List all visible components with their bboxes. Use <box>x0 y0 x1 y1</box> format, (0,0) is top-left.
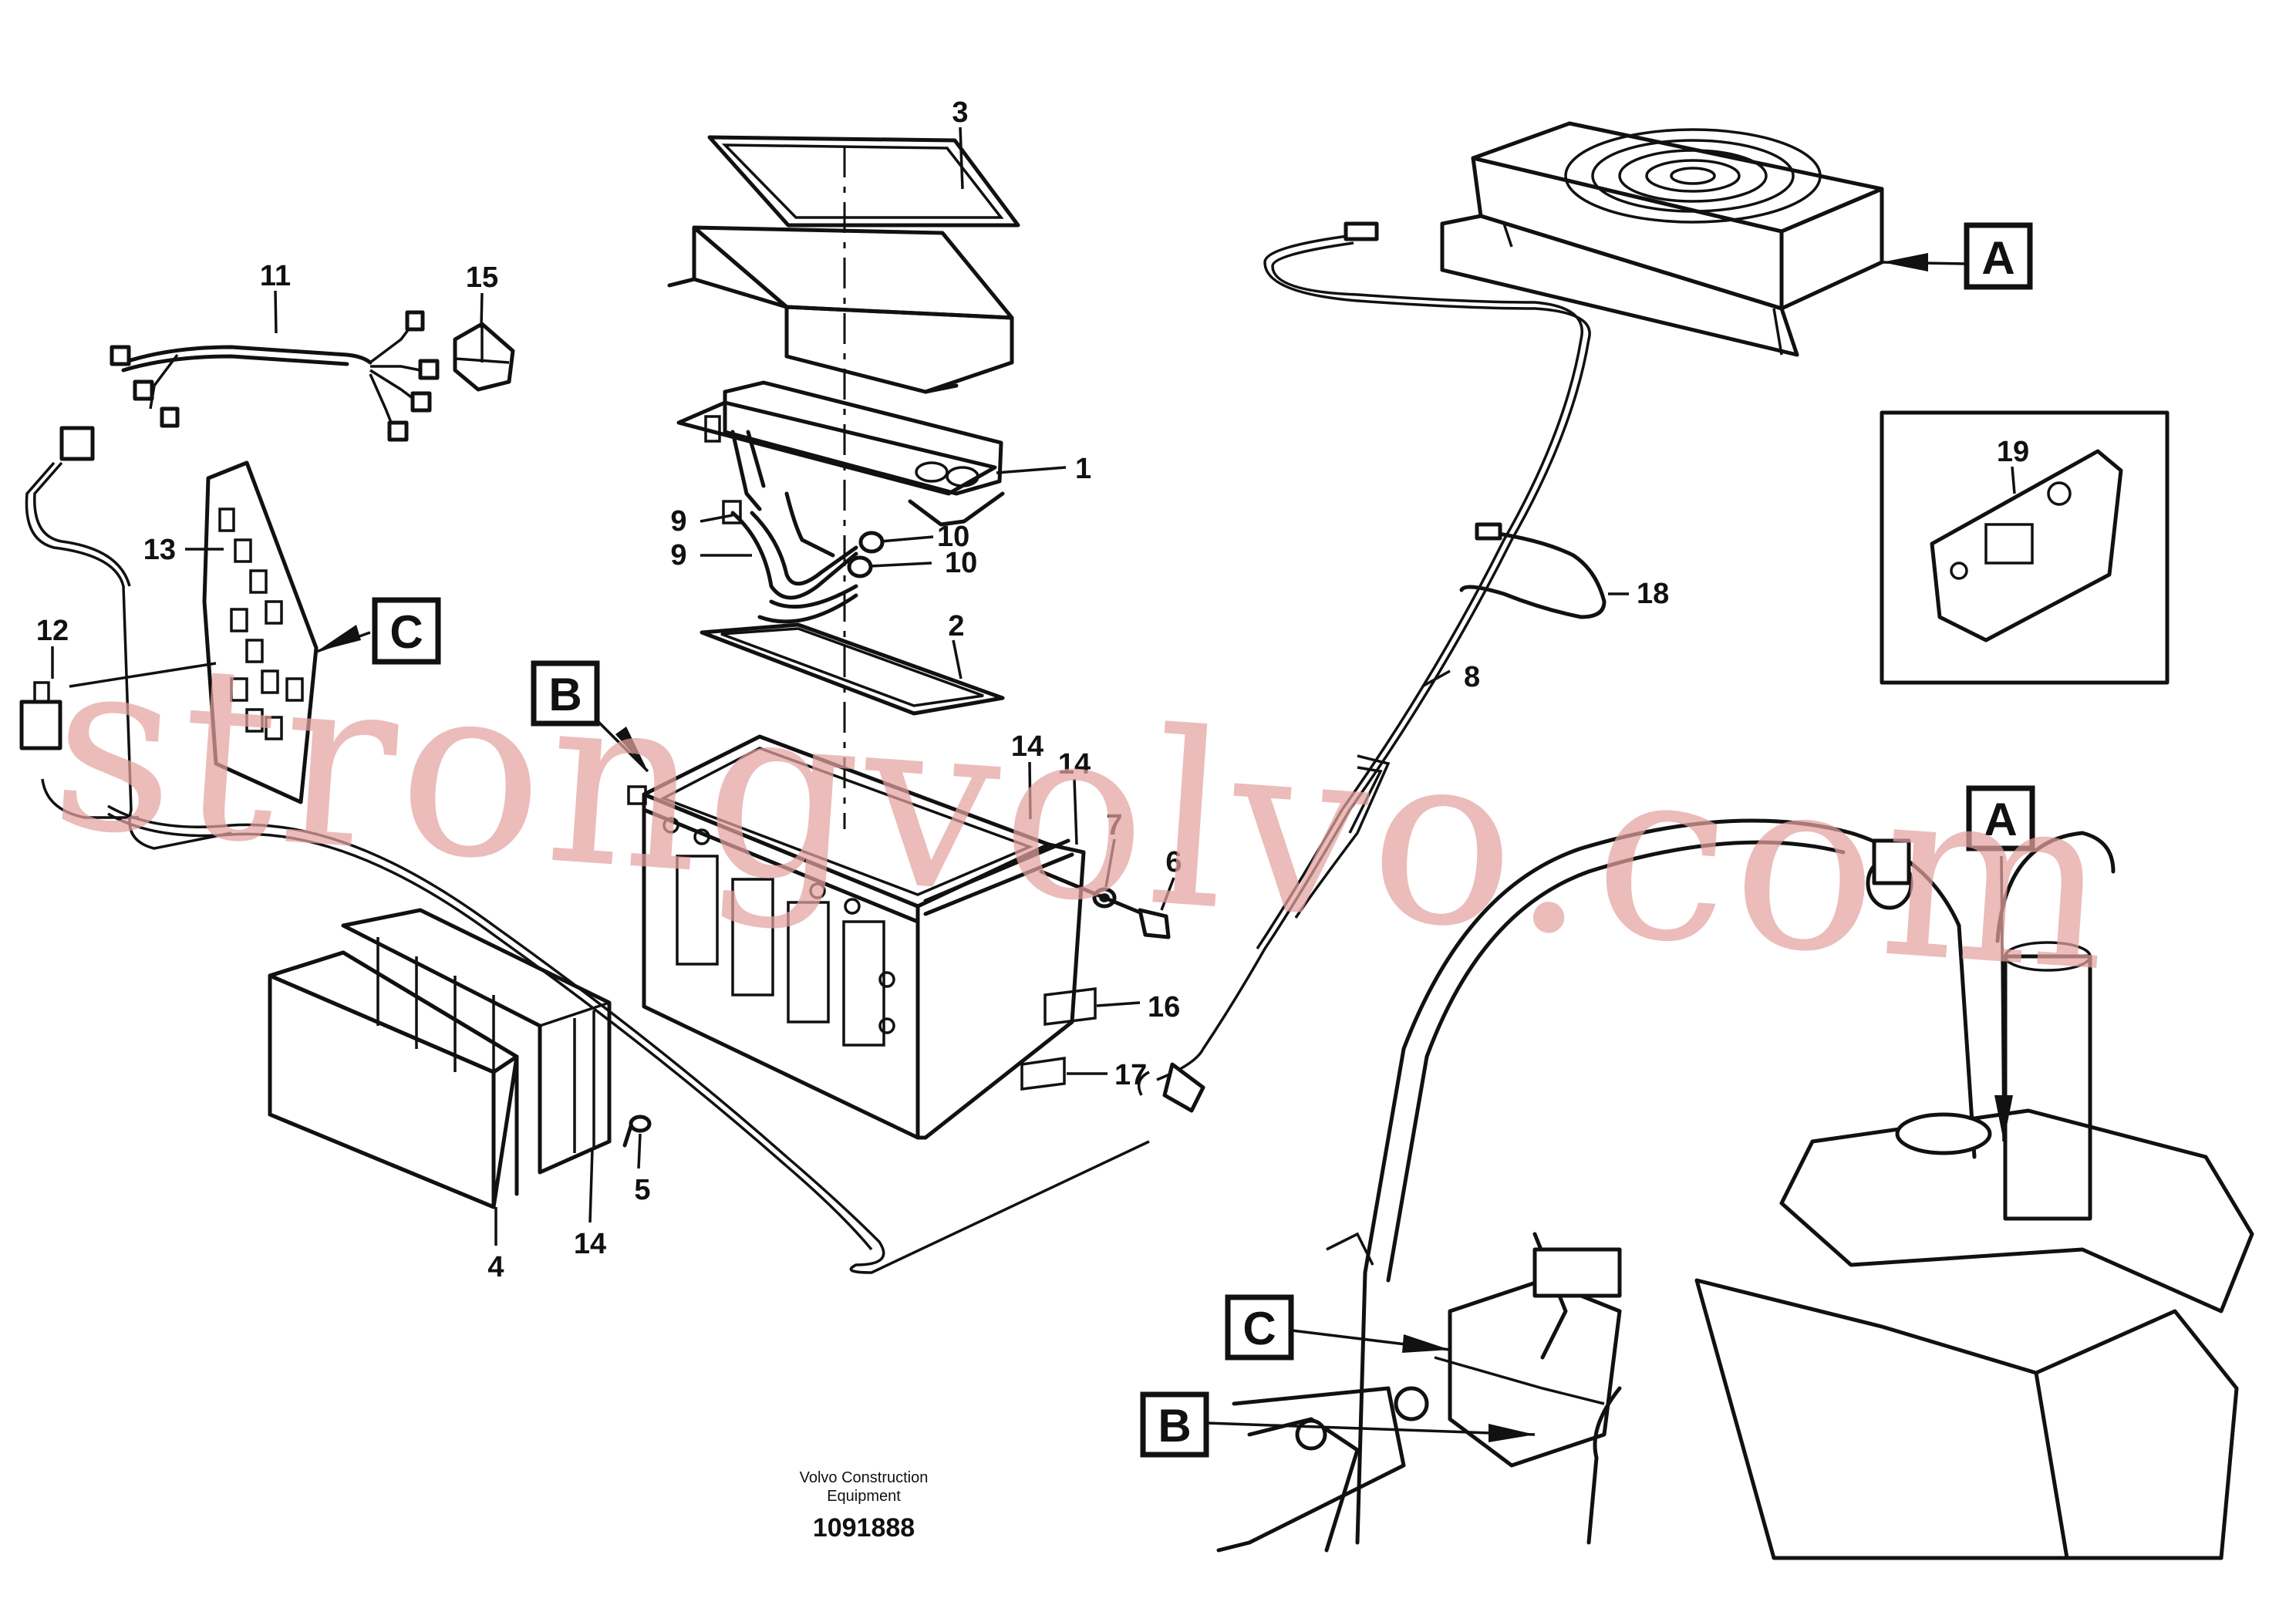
leader-lines <box>51 126 2016 1246</box>
part-16-label <box>1043 987 1097 1026</box>
part-6-screw <box>1039 869 1171 939</box>
part-17-label <box>1020 1056 1066 1091</box>
part-13-relay-board <box>202 460 319 804</box>
callout-10-lower: 10 <box>945 547 977 579</box>
part-12-relay <box>19 426 232 850</box>
part-15-switch <box>453 322 515 392</box>
callout-11: 11 <box>260 260 291 292</box>
footer-company-line1: Volvo Construction <box>800 1469 929 1486</box>
callout-7: 7 <box>1106 809 1122 841</box>
view-label-a-cab: A <box>1966 785 2035 851</box>
callout-15: 15 <box>466 261 498 294</box>
part-4-filter <box>268 950 519 1209</box>
view-label-b-box-text: B <box>548 669 582 720</box>
callout-17: 17 <box>1114 1059 1147 1091</box>
footer-company-line2: Equipment <box>827 1488 901 1505</box>
machine-cab-view <box>1216 818 2254 1560</box>
callout-6: 6 <box>1165 846 1182 878</box>
view-label-pointers <box>315 253 2013 1442</box>
callout-8: 8 <box>1464 661 1480 693</box>
part-18-cable-strap <box>1459 522 1607 619</box>
view-label-c-board: C <box>372 597 441 665</box>
callout-9-upper: 9 <box>670 505 686 538</box>
view-label-b-box: B <box>531 660 600 727</box>
callout-1: 1 <box>1075 453 1091 485</box>
callout-12: 12 <box>36 615 69 647</box>
view-label-c-board-text: C <box>389 606 423 658</box>
callout-14-rail: 14 <box>1058 748 1091 781</box>
callout-2: 2 <box>948 610 964 642</box>
footer: Volvo Construction Equipment 1091888 <box>800 1469 929 1543</box>
callout-14-frame: 14 <box>574 1228 606 1260</box>
document-number: 1091888 <box>813 1513 915 1543</box>
callout-10-upper: 10 <box>937 521 969 553</box>
view-label-a-cab-text: A <box>1984 794 2017 845</box>
callout-3: 3 <box>952 96 968 129</box>
view-label-a-top-text: A <box>1981 232 2014 284</box>
callout-4: 4 <box>487 1251 504 1283</box>
part-9-hoses <box>722 491 858 624</box>
callout-9-lower: 9 <box>670 539 686 572</box>
view-label-c-cab-text: C <box>1242 1303 1276 1354</box>
callout-14-box: 14 <box>1011 730 1043 763</box>
part-2-gasket <box>700 622 1005 716</box>
callout-18: 18 <box>1637 578 1669 610</box>
part-1-heater-core <box>676 380 1005 527</box>
view-label-b-cab-text: B <box>1158 1400 1191 1452</box>
callout-16: 16 <box>1148 991 1180 1023</box>
callout-13: 13 <box>143 534 176 566</box>
callout-5: 5 <box>634 1174 650 1206</box>
part-8-cable <box>1137 221 1591 1113</box>
part-19-inset-frame <box>1880 410 2170 685</box>
air-duct-cover <box>667 225 1014 394</box>
callout-numbers: 3 1 2 9 9 10 10 14 14 7 6 16 17 8 18 19 … <box>36 96 2029 1283</box>
view-label-c-cab: C <box>1225 1294 1294 1361</box>
part-3-gasket <box>707 135 1020 228</box>
part-14-filter-frame <box>341 908 612 1175</box>
part-5-screw <box>622 1114 652 1148</box>
part-11-harness <box>110 310 440 442</box>
callout-19: 19 <box>1997 436 2029 468</box>
air-conditioning-unit <box>1440 121 1884 357</box>
view-label-b-cab: B <box>1140 1391 1209 1458</box>
view-label-a-top: A <box>1964 222 2033 290</box>
